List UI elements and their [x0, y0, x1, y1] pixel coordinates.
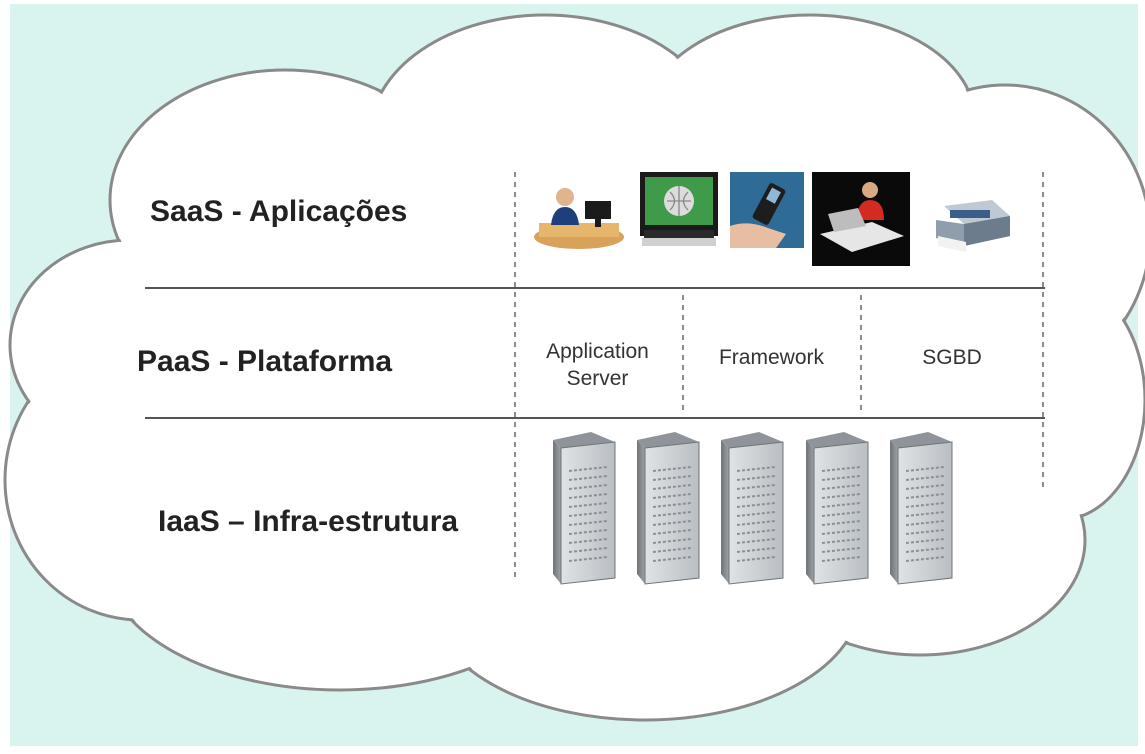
paas-cell-line: Server — [566, 367, 629, 390]
layer-label-paas: PaaS - Plataforma — [137, 345, 393, 378]
person-laptop-icon — [812, 172, 910, 266]
user-at-desk-icon — [534, 188, 624, 249]
layer-label-iaas: IaaS – Infra-estrutura — [158, 505, 459, 538]
server-tower-icon — [637, 432, 700, 585]
hand-mobile-phone-icon — [730, 172, 804, 248]
server-tower-icon — [890, 432, 953, 585]
paas-cell-application-server: Application Server — [515, 338, 680, 392]
monitor-globe-icon — [640, 172, 718, 246]
server-tower-icon — [553, 432, 616, 585]
printer-icon — [936, 200, 1010, 252]
paas-cell-line: Application — [546, 340, 649, 363]
server-tower-icon — [721, 432, 784, 585]
server-rack-group — [553, 432, 953, 585]
paas-cell-line: Framework — [718, 346, 824, 369]
column-dividers — [514, 172, 1044, 580]
layer-label-saas: SaaS - Aplicações — [150, 195, 408, 228]
server-tower-icon — [806, 432, 869, 585]
paas-cell-sgbd: SGBD — [862, 344, 1042, 371]
paas-cell-line: SGBD — [922, 346, 982, 369]
paas-cell-framework: Framework — [684, 344, 859, 371]
